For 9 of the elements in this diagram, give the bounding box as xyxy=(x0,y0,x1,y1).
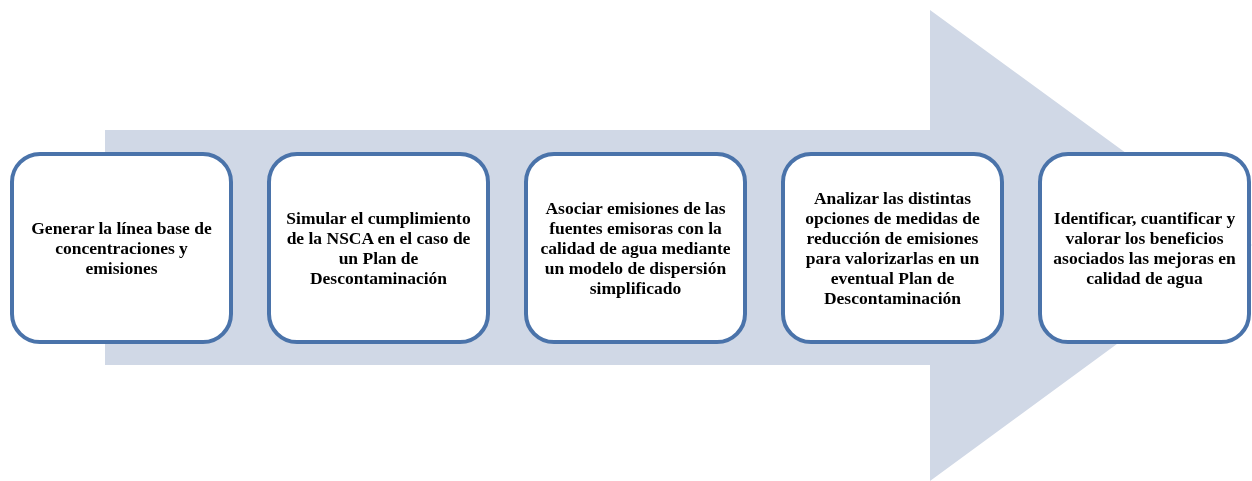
step-text: Identificar, cuantificar y valorar los beneficios asociados las mejoras en calidad de agua xyxy=(1052,208,1237,288)
step-text: Generar la línea base de concentraciones y emisiones xyxy=(30,218,213,278)
step-text: Analizar las distintas opciones de medidas de reducción de emisiones para valorizarlas en un eventual Plan de Descontaminación xyxy=(804,188,981,308)
step-text: Simular el cumplimiento de la NSCA en el caso de un Plan de Descontaminación xyxy=(285,208,472,288)
process-box xyxy=(10,152,233,344)
process-box xyxy=(524,152,747,344)
process-box xyxy=(267,152,490,344)
step-text: Asociar emisiones de las fuentes emisoras con la calidad de agua mediante un modelo de dispersión simplificado xyxy=(539,198,732,298)
process-box xyxy=(781,152,1004,344)
